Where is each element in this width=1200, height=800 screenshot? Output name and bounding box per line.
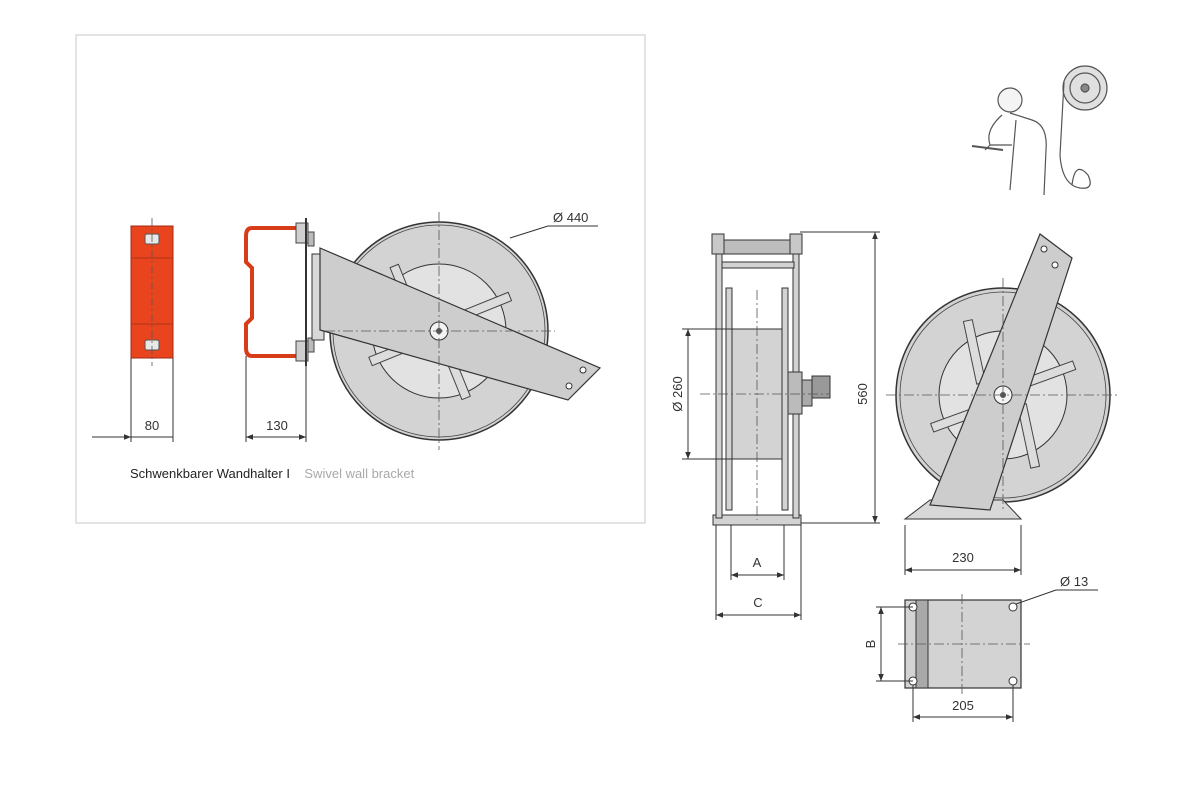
base-plate-view xyxy=(898,594,1030,694)
caption: Schwenkbarer Wandhalter I Swivel wall br… xyxy=(130,465,415,482)
dim-bracket-depth: 130 xyxy=(266,418,288,433)
bracket-panel: 80 130 Ø 440 Schwenkbarer Wandhalter I S… xyxy=(75,34,646,524)
dim-a: A xyxy=(753,555,762,570)
dim-height: 560 xyxy=(855,383,870,405)
stand-dimensions xyxy=(904,525,1022,575)
bracket-dimensions xyxy=(92,225,598,442)
caption-de: Schwenkbarer Wandhalter I xyxy=(130,466,290,481)
base-plate-dimensions xyxy=(876,589,1098,722)
reel-with-arm-view xyxy=(311,212,602,450)
reel-front-view xyxy=(700,233,831,526)
dim-hole-diameter: Ø 13 xyxy=(1060,574,1088,589)
bracket-front-view xyxy=(130,218,174,366)
dim-base-length: 205 xyxy=(952,698,974,713)
dim-core-diameter: Ø 260 xyxy=(670,376,685,411)
dim-bracket-width: 80 xyxy=(145,418,159,433)
dim-base-width: 230 xyxy=(952,550,974,565)
person-using-reel-illustration xyxy=(971,65,1108,196)
bracket-side-view xyxy=(244,218,315,366)
caption-en: Swivel wall bracket xyxy=(304,466,414,481)
dim-c: C xyxy=(753,595,762,610)
reel-stand-side-view xyxy=(886,233,1120,520)
dim-b: B xyxy=(863,640,878,649)
dim-drum-diameter: Ø 440 xyxy=(553,210,588,225)
front-view-dimensions xyxy=(682,231,880,620)
